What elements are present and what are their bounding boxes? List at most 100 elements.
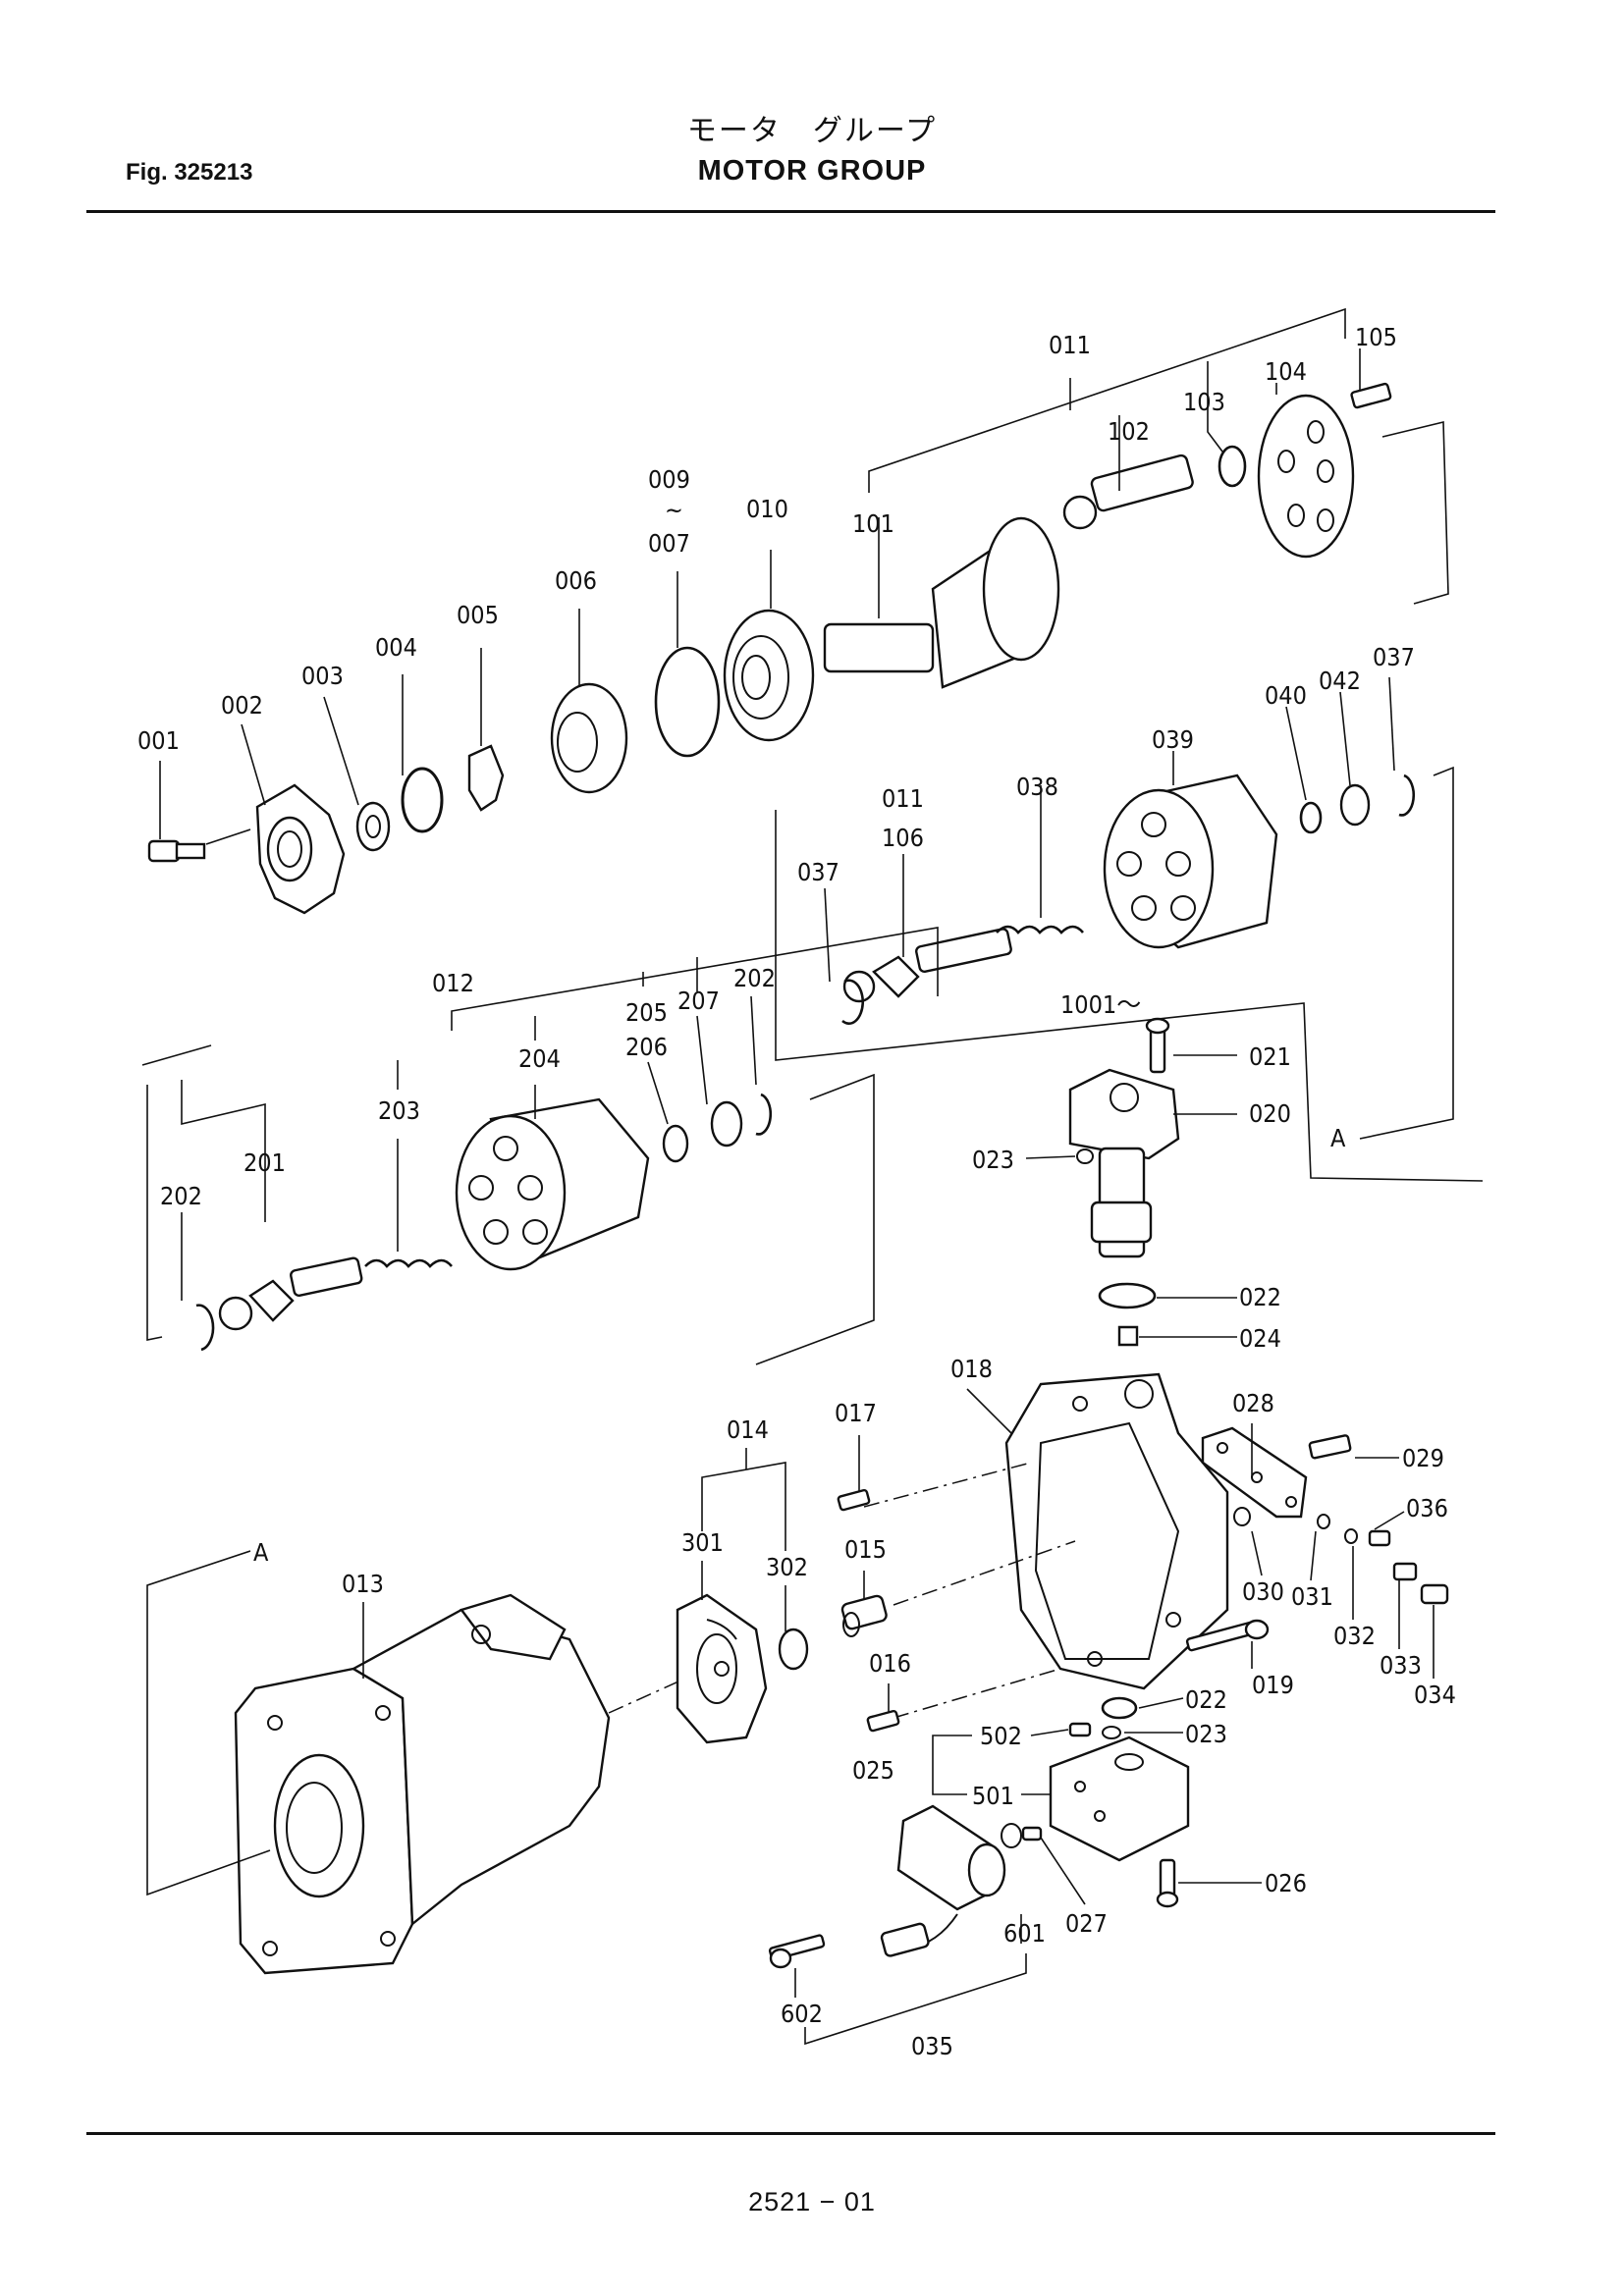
callout-006: 006: [555, 566, 597, 595]
callout-029: 029: [1402, 1444, 1444, 1472]
callout-202-right: 202: [733, 964, 776, 992]
callout-202-left: 202: [160, 1182, 202, 1210]
part-021-bolt: [1145, 1017, 1170, 1074]
bracket-012-right: [755, 1073, 875, 1365]
callout-103: 103: [1183, 388, 1225, 416]
callout-027: 027: [1065, 1909, 1108, 1938]
callout-014: 014: [727, 1415, 769, 1444]
bracket-106-group: [775, 810, 1484, 1182]
bracket-014: [701, 1462, 786, 1551]
bracket-201: [181, 1080, 266, 1222]
callout-042: 042: [1319, 667, 1361, 695]
bracket-A-lower: [146, 1550, 271, 1896]
callout-037-upper: 037: [1373, 643, 1415, 671]
leader-037-lower: [824, 887, 831, 983]
callout-range-tilde: ~: [665, 496, 683, 524]
callout-102: 102: [1108, 417, 1150, 446]
callout-204: 204: [518, 1044, 561, 1073]
callout-012: 012: [432, 969, 474, 997]
part-029-bolt: [1308, 1434, 1352, 1460]
centerline-016: [893, 1668, 1061, 1719]
part-101-shaft: [823, 516, 1060, 689]
part-502-plug: [1068, 1722, 1092, 1737]
callout-005: 005: [457, 601, 499, 629]
callout-301: 301: [681, 1528, 724, 1557]
leader-031: [1310, 1530, 1317, 1581]
part-002-flange: [255, 783, 346, 915]
callout-024: 024: [1239, 1324, 1281, 1353]
part-202-snapring-right: [755, 1093, 773, 1136]
leader-002: [241, 723, 266, 806]
callout-009: 009: [648, 465, 690, 494]
callout-030: 030: [1242, 1577, 1284, 1606]
callout-004: 004: [375, 633, 417, 662]
callout-201: 201: [244, 1148, 286, 1177]
callout-206: 206: [625, 1033, 668, 1061]
centerline-015: [893, 1540, 1076, 1606]
callout-028: 028: [1232, 1389, 1274, 1417]
centerline-301: [608, 1668, 708, 1714]
callout-001: 001: [137, 726, 180, 755]
leader-030: [1251, 1530, 1263, 1576]
callout-602: 602: [781, 2000, 823, 2028]
part-501-valve-block: [1049, 1735, 1190, 1862]
callout-003: 003: [301, 662, 344, 690]
callout-032: 032: [1333, 1622, 1376, 1650]
callout-007: 007: [648, 529, 690, 558]
leader-207: [696, 1015, 708, 1105]
leader-027: [1040, 1837, 1086, 1905]
part-005-clip: [467, 744, 505, 812]
ref-A-lower: A: [253, 1538, 269, 1567]
leader-202: [750, 995, 757, 1086]
callout-207: 207: [677, 987, 720, 1015]
callout-022-lower: 022: [1185, 1685, 1227, 1714]
part-036-spring: [1368, 1529, 1391, 1547]
part-302-bushing: [778, 1628, 809, 1671]
leader-037-upper: [1388, 676, 1395, 772]
callout-036: 036: [1406, 1494, 1448, 1522]
part-020-valve-body: [1068, 1068, 1180, 1258]
part-013-motor-casing: [234, 1593, 611, 1975]
part-006-bearing: [550, 682, 628, 794]
callout-038: 038: [1016, 773, 1058, 801]
callout-025: 025: [852, 1756, 894, 1785]
part-203-spring: [364, 1258, 453, 1268]
callout-104: 104: [1265, 357, 1307, 386]
callout-040: 040: [1265, 681, 1307, 710]
footer-rule: [86, 2132, 1495, 2135]
callout-035: 035: [911, 2032, 953, 2060]
part-204-cylinder-block: [455, 1097, 650, 1271]
part-103-ring: [1218, 445, 1247, 488]
part-301-valve-plate: [676, 1593, 768, 1744]
figure-reference: Fig. 325213: [126, 159, 253, 186]
bracket-011: [868, 307, 1346, 493]
callout-039: 039: [1152, 725, 1194, 754]
part-039-cylinder-block: [1103, 774, 1278, 949]
leader-003: [323, 696, 359, 806]
callout-023-upper: 023: [972, 1146, 1014, 1174]
leader-023-upper: [1025, 1155, 1076, 1159]
part-042-bushing: [1339, 783, 1371, 827]
part-015-plug: [840, 1594, 888, 1637]
part-601-solenoid-valve: [880, 1804, 1022, 1957]
part-201-piston: [218, 1256, 363, 1331]
leader-205: [647, 1061, 669, 1125]
leader-036: [1374, 1511, 1405, 1530]
callout-037-lower: 037: [797, 858, 839, 886]
part-023-oring-lower: [1102, 1726, 1121, 1739]
callout-205: 205: [625, 998, 668, 1027]
part-033-plug: [1392, 1562, 1418, 1581]
callout-011-upper: 011: [1049, 331, 1091, 359]
callout-labels: 001 002 003 004 005 006 009 ~ 007 010 01…: [137, 323, 1456, 2060]
callout-026: 026: [1265, 1869, 1307, 1897]
callout-601: 601: [1003, 1919, 1046, 1948]
callout-021: 021: [1249, 1042, 1291, 1071]
part-027-plug: [1021, 1826, 1043, 1842]
callout-105: 105: [1355, 323, 1397, 351]
part-023-oring-upper: [1076, 1148, 1094, 1164]
page-title: MOTOR GROUP: [697, 155, 927, 187]
bracket-035: [804, 1953, 1027, 2046]
callout-501: 501: [972, 1782, 1014, 1810]
part-022-oring-lower: [1101, 1696, 1138, 1720]
callout-020: 020: [1249, 1099, 1291, 1128]
